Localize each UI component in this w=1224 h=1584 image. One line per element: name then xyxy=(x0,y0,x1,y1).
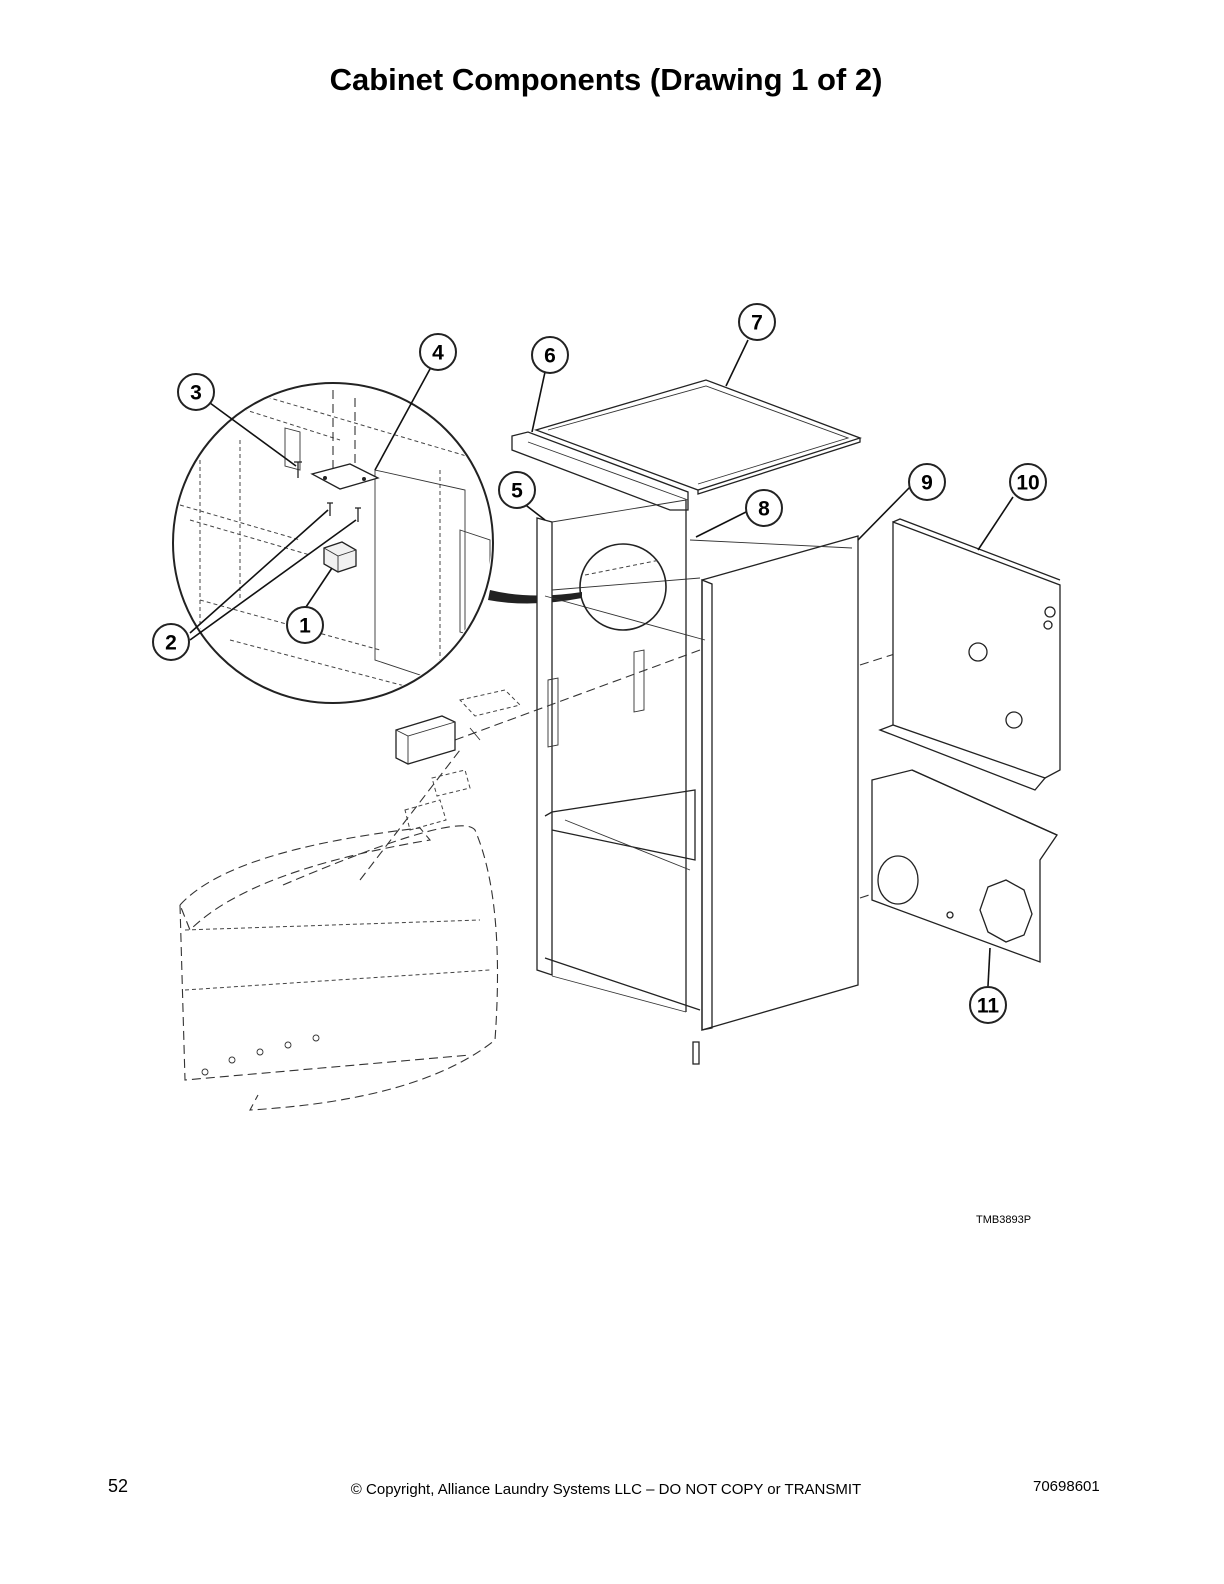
svg-text:7: 7 xyxy=(751,312,763,335)
copyright-notice: © Copyright, Alliance Laundry Systems LL… xyxy=(350,1481,862,1498)
drawing-code: TMB3893P xyxy=(976,1214,1032,1226)
svg-text:1: 1 xyxy=(299,615,311,638)
callout-9: 9 xyxy=(908,463,946,501)
callout-11: 11 xyxy=(969,986,1007,1024)
cabinet-frame xyxy=(536,499,859,1065)
rear-lower-panel xyxy=(871,769,1058,963)
document-number: 70698601 xyxy=(1033,1478,1100,1495)
small-parts xyxy=(395,689,521,831)
page-number: 52 xyxy=(108,1476,129,1496)
page-title: Cabinet Components (Drawing 1 of 2) xyxy=(329,62,883,97)
leader-arrows xyxy=(189,339,1014,987)
callout-5: 5 xyxy=(498,471,536,509)
callout-7: 7 xyxy=(738,303,776,341)
svg-text:8: 8 xyxy=(758,498,770,521)
drum-shell xyxy=(179,825,499,1111)
rear-upper-panel xyxy=(878,518,1061,791)
svg-text:4: 4 xyxy=(432,342,444,365)
svg-text:9: 9 xyxy=(921,472,933,495)
svg-text:11: 11 xyxy=(977,995,1000,1018)
callout-3: 3 xyxy=(177,373,215,411)
callout-6: 6 xyxy=(531,336,569,374)
front-rail xyxy=(511,431,689,511)
top-panel xyxy=(533,379,862,495)
callout-10: 10 xyxy=(1009,463,1047,501)
callout-2: 2 xyxy=(152,623,190,661)
detail-magnifier xyxy=(172,382,582,704)
svg-text:10: 10 xyxy=(1016,472,1039,495)
callout-4: 4 xyxy=(419,333,457,371)
svg-text:6: 6 xyxy=(544,345,556,368)
svg-text:2: 2 xyxy=(165,632,177,655)
svg-text:3: 3 xyxy=(190,382,202,405)
svg-text:5: 5 xyxy=(511,480,523,503)
callout-1: 1 xyxy=(286,606,324,644)
callout-8: 8 xyxy=(745,489,783,527)
